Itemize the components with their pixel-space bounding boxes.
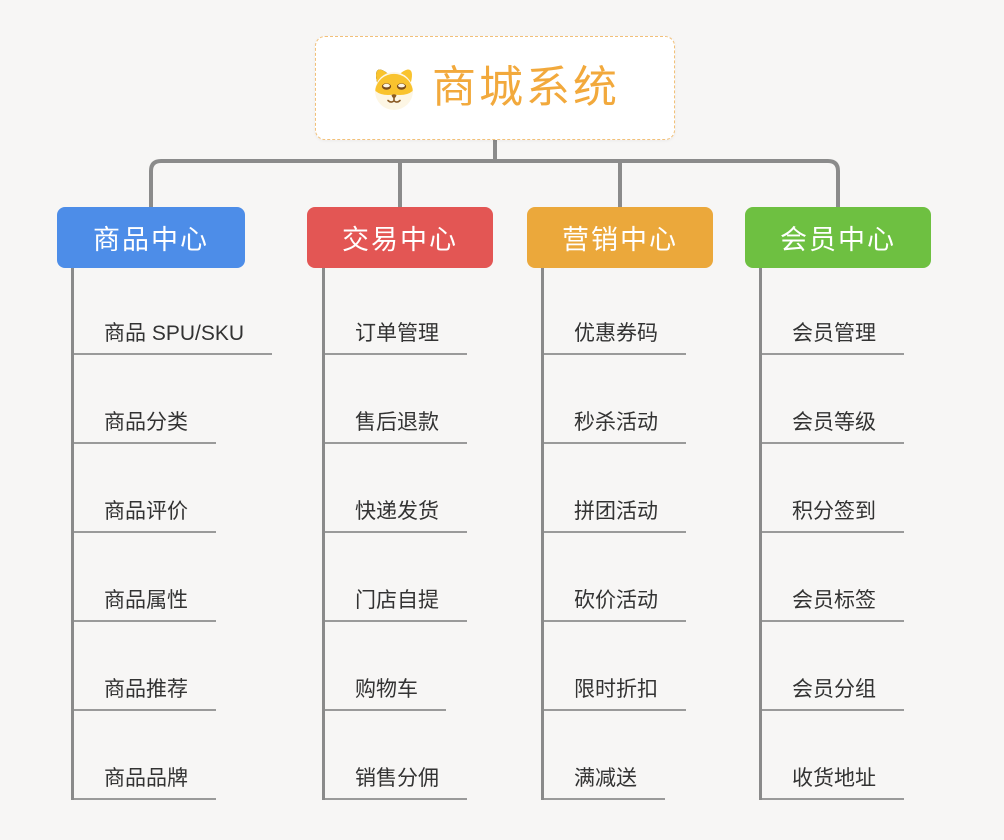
leaf-node[interactable]: 会员管理 xyxy=(762,268,904,355)
root-title: 商城系统 xyxy=(432,63,620,112)
branch-node-member-center[interactable]: 会员中心 xyxy=(745,207,931,268)
leaf-node[interactable]: 秒杀活动 xyxy=(544,355,686,444)
leaf-node[interactable]: 砍价活动 xyxy=(544,533,686,622)
leaf-node[interactable]: 商品属性 xyxy=(74,533,216,622)
branch-node-trade-center[interactable]: 交易中心 xyxy=(307,207,493,268)
leaf-node[interactable]: 售后退款 xyxy=(325,355,467,444)
leaf-label: 积分签到 xyxy=(792,499,876,523)
leaf-label: 商品 SPU/SKU xyxy=(104,321,245,345)
leaf-node[interactable]: 满减送 xyxy=(544,711,665,800)
leaf-label: 优惠券码 xyxy=(574,321,658,345)
leaf-label: 拼团活动 xyxy=(574,499,658,523)
leaf-label: 销售分佣 xyxy=(355,766,439,790)
leaf-node[interactable]: 商品评价 xyxy=(74,444,216,533)
leaf-node[interactable]: 限时折扣 xyxy=(544,622,686,711)
leaf-label: 商品属性 xyxy=(104,588,188,612)
leaf-node[interactable]: 会员分组 xyxy=(762,622,904,711)
leaf-label: 限时折扣 xyxy=(574,677,658,701)
leaf-node[interactable]: 商品 SPU/SKU xyxy=(74,268,273,355)
leaf-node[interactable]: 收货地址 xyxy=(762,711,904,800)
leaf-node[interactable]: 商品分类 xyxy=(74,355,216,444)
branch-label: 营销中心 xyxy=(562,225,678,255)
dog-icon xyxy=(375,69,413,110)
leaf-label: 商品评价 xyxy=(104,499,188,523)
branch-children-product: 商品 SPU/SKU 商品分类 商品评价 商品属性 商品推荐 商品品牌 xyxy=(71,268,273,800)
leaf-node[interactable]: 拼团活动 xyxy=(544,444,686,533)
leaf-node[interactable]: 商品品牌 xyxy=(74,711,216,800)
leaf-label: 购物车 xyxy=(355,677,418,701)
branch-children-trade: 订单管理 售后退款 快递发货 门店自提 购物车 销售分佣 xyxy=(322,268,467,800)
leaf-node[interactable]: 商品推荐 xyxy=(74,622,216,711)
leaf-label: 会员管理 xyxy=(792,321,876,345)
leaf-label: 会员分组 xyxy=(792,677,876,701)
leaf-node[interactable]: 快递发货 xyxy=(325,444,467,533)
branch-node-marketing-center[interactable]: 营销中心 xyxy=(527,207,713,268)
leaf-label: 收货地址 xyxy=(792,766,876,790)
leaf-label: 商品分类 xyxy=(104,410,188,434)
branch-children-member: 会员管理 会员等级 积分签到 会员标签 会员分组 收货地址 xyxy=(759,268,904,800)
root-node[interactable]: 商城系统 xyxy=(315,36,675,140)
leaf-label: 订单管理 xyxy=(355,321,439,345)
leaf-node[interactable]: 会员标签 xyxy=(762,533,904,622)
leaf-node[interactable]: 积分签到 xyxy=(762,444,904,533)
leaf-label: 商品推荐 xyxy=(104,677,188,701)
branch-label: 商品中心 xyxy=(93,225,209,255)
leaf-label: 门店自提 xyxy=(355,588,439,612)
leaf-label: 快递发货 xyxy=(355,499,439,523)
leaf-label: 砍价活动 xyxy=(574,588,658,612)
leaf-label: 会员等级 xyxy=(792,410,876,434)
leaf-node[interactable]: 门店自提 xyxy=(325,533,467,622)
branch-node-product-center[interactable]: 商品中心 xyxy=(57,207,245,268)
leaf-node[interactable]: 购物车 xyxy=(325,622,446,711)
leaf-label: 秒杀活动 xyxy=(574,410,658,434)
leaf-label: 商品品牌 xyxy=(104,766,188,790)
branch-label: 交易中心 xyxy=(342,225,458,255)
leaf-node[interactable]: 优惠券码 xyxy=(544,268,686,355)
leaf-label: 会员标签 xyxy=(792,588,876,612)
leaf-label: 售后退款 xyxy=(355,410,439,434)
branch-label: 会员中心 xyxy=(780,225,896,255)
leaf-node[interactable]: 销售分佣 xyxy=(325,711,467,800)
leaf-node[interactable]: 会员等级 xyxy=(762,355,904,444)
branch-children-marketing: 优惠券码 秒杀活动 拼团活动 砍价活动 限时折扣 满减送 xyxy=(541,268,686,800)
leaf-node[interactable]: 订单管理 xyxy=(325,268,467,355)
leaf-label: 满减送 xyxy=(574,766,637,790)
